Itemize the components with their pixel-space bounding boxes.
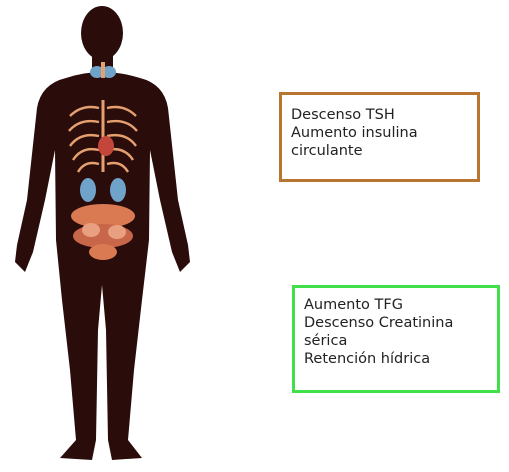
kidney-effects-box: Aumento TFG Descenso Creatinina sérica R… — [292, 285, 500, 393]
kidney-effect-line: Descenso Creatinina — [304, 314, 491, 332]
kidney-effect-line: Aumento TFG — [304, 296, 491, 314]
thyroid-effect-line: Aumento insulina — [291, 124, 469, 142]
human-body-anatomy-icon — [0, 0, 215, 472]
thyroid-effect-line: circulante — [291, 142, 469, 160]
thyroid-effect-line: Descenso TSH — [291, 106, 469, 124]
thyroid-effects-box: Descenso TSH Aumento insulina circulante — [279, 92, 480, 182]
kidney-effect-line: sérica — [304, 332, 491, 350]
human-body-figure — [0, 0, 215, 472]
heart-icon — [98, 136, 114, 156]
kidney-effect-line: Retención hídrica — [304, 350, 491, 368]
